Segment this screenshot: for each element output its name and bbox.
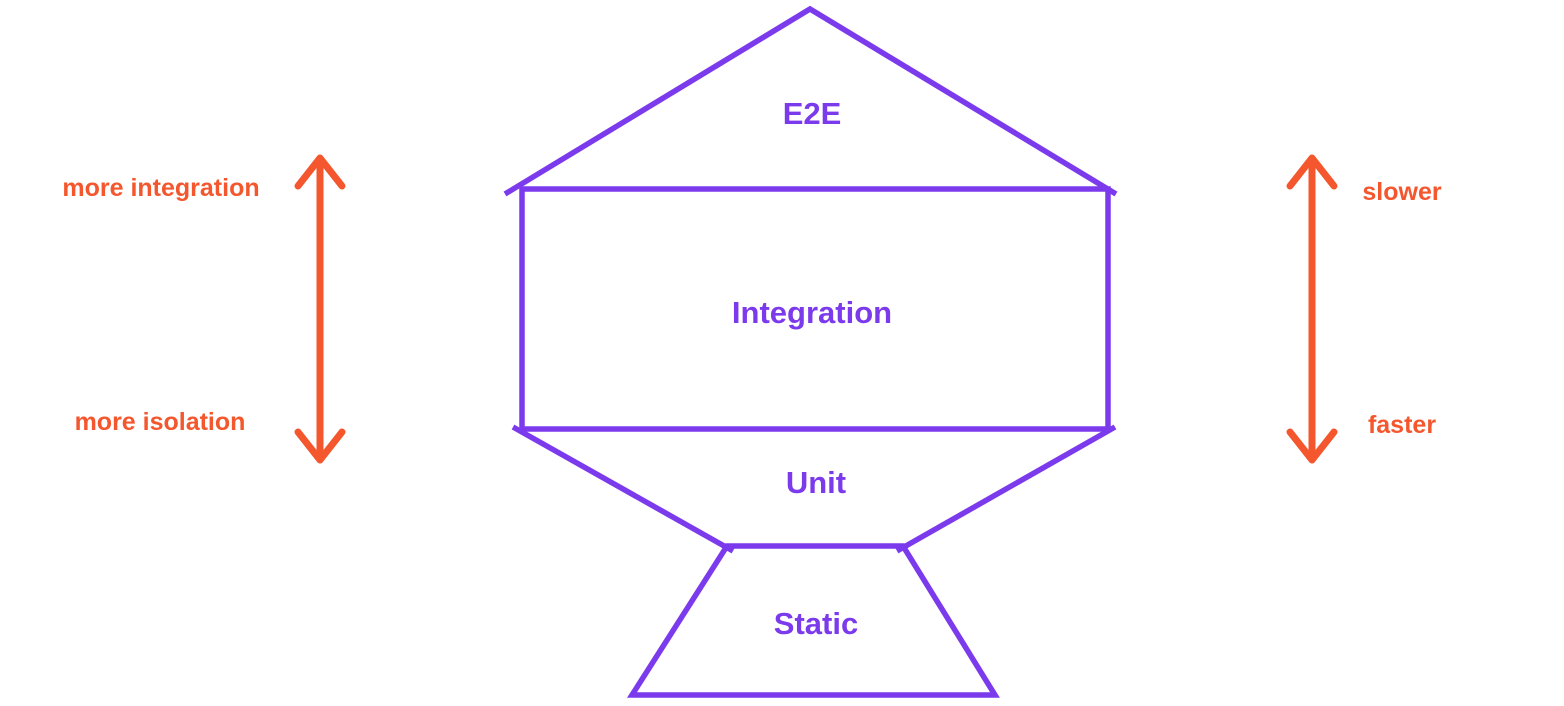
unit-label: Unit <box>785 465 847 500</box>
left-double-arrow-icon <box>294 154 346 464</box>
slower-label: slower <box>1362 178 1442 206</box>
faster-label: faster <box>1367 411 1437 439</box>
e2e-label: E2E <box>782 96 842 131</box>
unit-left-slant <box>511 424 735 554</box>
e2e-triangle <box>503 5 1118 197</box>
static-label: Static <box>773 606 859 641</box>
more-integration-label: more integration <box>62 174 260 202</box>
right-double-arrow-icon <box>1286 154 1338 464</box>
integration-rectangle <box>519 186 1111 432</box>
integration-label: Integration <box>731 295 893 330</box>
unit-right-slant <box>895 424 1117 554</box>
more-isolation-label: more isolation <box>74 408 246 436</box>
static-trapezoid <box>626 543 1000 698</box>
